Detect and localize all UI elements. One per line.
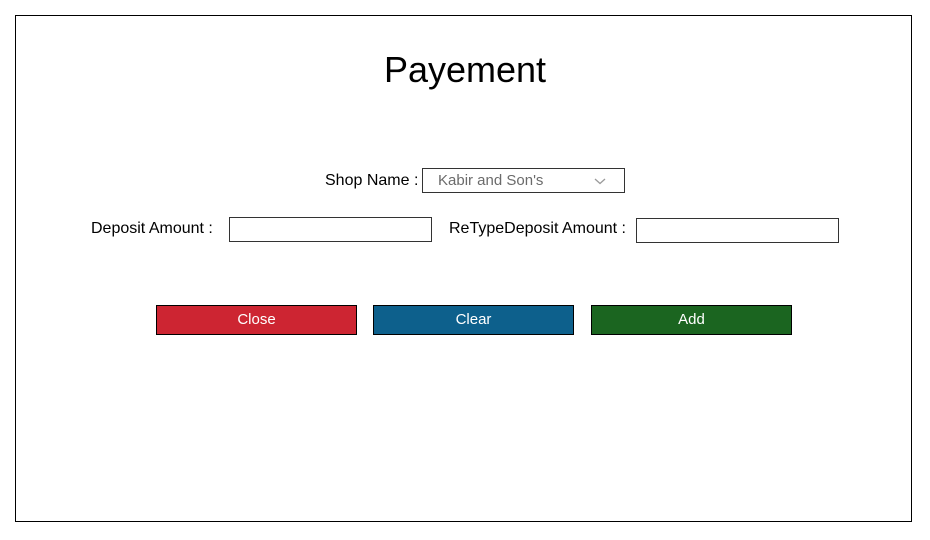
page-title: Payement <box>383 49 547 90</box>
payment-form-window: Payement <box>15 15 912 522</box>
close-button[interactable]: Close <box>156 305 357 335</box>
add-button[interactable]: Add <box>591 305 792 335</box>
shop-name-select[interactable]: Kabir and Son's <box>422 168 625 193</box>
retype-deposit-amount-label: ReTypeDeposit Amount : <box>449 220 626 237</box>
shop-name-label: Shop Name : <box>325 172 419 189</box>
retype-deposit-amount-input[interactable] <box>636 218 839 243</box>
deposit-amount-label: Deposit Amount : <box>91 220 213 237</box>
shop-name-selected-value: Kabir and Son's <box>438 172 544 189</box>
chevron-down-icon <box>594 178 606 185</box>
clear-button[interactable]: Clear <box>373 305 574 335</box>
deposit-amount-input[interactable] <box>229 217 432 242</box>
